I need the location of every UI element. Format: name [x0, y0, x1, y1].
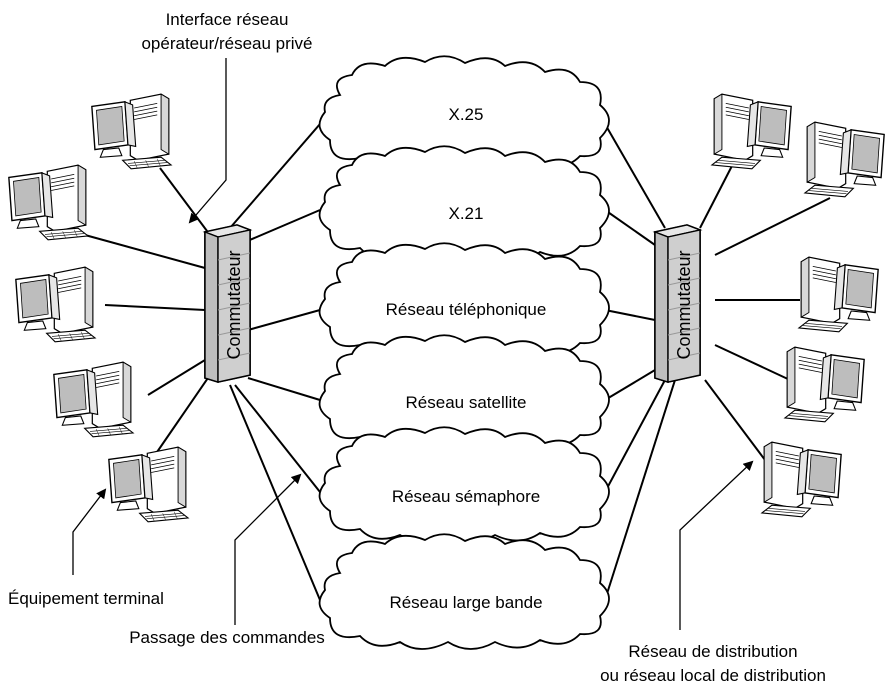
interface-arrow [188, 58, 227, 224]
link-left-x21 [244, 209, 321, 243]
link-left-pc2 [84, 234, 206, 269]
distribution-label-line2: ou réseau local de distribution [600, 666, 826, 685]
cloud-label-satellite: Réseau satellite [406, 393, 527, 412]
link-left-pc1 [159, 167, 211, 236]
interface-label-line2: opérateur/réseau privé [141, 34, 312, 53]
link-left-x25 [229, 123, 321, 229]
desktop-computer-icon [761, 441, 842, 518]
cloud-label-x21: X.21 [449, 204, 484, 223]
commands-arrow [234, 473, 302, 625]
clouds: X.25 X.21 Réseau téléphonique Réseau sat… [318, 55, 610, 650]
connection-lines [84, 123, 831, 601]
link-right-sat [604, 369, 656, 401]
left-switch-label: Commutateur [224, 250, 244, 359]
link-right-lb [604, 379, 676, 601]
desktop-computer-icon [804, 121, 885, 198]
text-labels: Interface réseau opérateur/réseau privé … [8, 10, 826, 685]
cloud-broadband: Réseau large bande [318, 533, 610, 650]
terminal-arrow [72, 488, 107, 575]
cloud-label-x25: X.25 [449, 105, 484, 124]
link-left-tel [247, 309, 321, 331]
desktop-computer-icon [798, 256, 879, 333]
link-right-pc1 [699, 159, 736, 229]
cloud-semaphore: Réseau sémaphore [318, 426, 610, 543]
link-left-lb [229, 384, 321, 601]
right-switch-label: Commutateur [674, 250, 694, 359]
commands-label: Passage des commandes [129, 628, 325, 647]
link-right-x25 [604, 123, 666, 229]
desktop-computer-icon [53, 361, 134, 438]
cloud-satellite: Réseau satellite [318, 334, 610, 451]
link-right-tel [604, 309, 656, 321]
link-right-pc5 [704, 379, 766, 461]
distribution-label-line1: Réseau de distribution [628, 642, 797, 661]
link-left-pc4 [147, 359, 206, 396]
link-left-sema [234, 384, 321, 493]
link-right-pc2 [714, 197, 831, 256]
desktop-computer-icon [91, 93, 172, 170]
cloud-label-telephone: Réseau téléphonique [386, 300, 547, 319]
left-switch: Commutateur [202, 224, 253, 383]
desktop-computer-icon [108, 446, 189, 523]
cloud-label-semaphore: Réseau sémaphore [392, 487, 540, 506]
link-left-pc5 [154, 374, 211, 456]
distribution-arrow [679, 460, 754, 630]
cloud-x21: X.21 [318, 145, 610, 262]
link-left-pc3 [104, 304, 206, 311]
link-left-sat [247, 377, 321, 401]
annotation-arrows [72, 58, 754, 630]
link-right-pc4 [714, 344, 791, 381]
right-computers [711, 93, 885, 518]
link-right-x21 [604, 209, 656, 246]
desktop-computer-icon [8, 164, 89, 241]
right-switch: Commutateur [652, 224, 703, 383]
interface-label-line1: Interface réseau [166, 10, 289, 29]
link-right-sema [604, 379, 666, 493]
terminal-label: Équipement terminal [8, 589, 164, 608]
desktop-computer-icon [711, 93, 792, 170]
desktop-computer-icon [784, 346, 865, 423]
desktop-computer-icon [15, 266, 96, 343]
cloud-label-broadband: Réseau large bande [389, 593, 542, 612]
